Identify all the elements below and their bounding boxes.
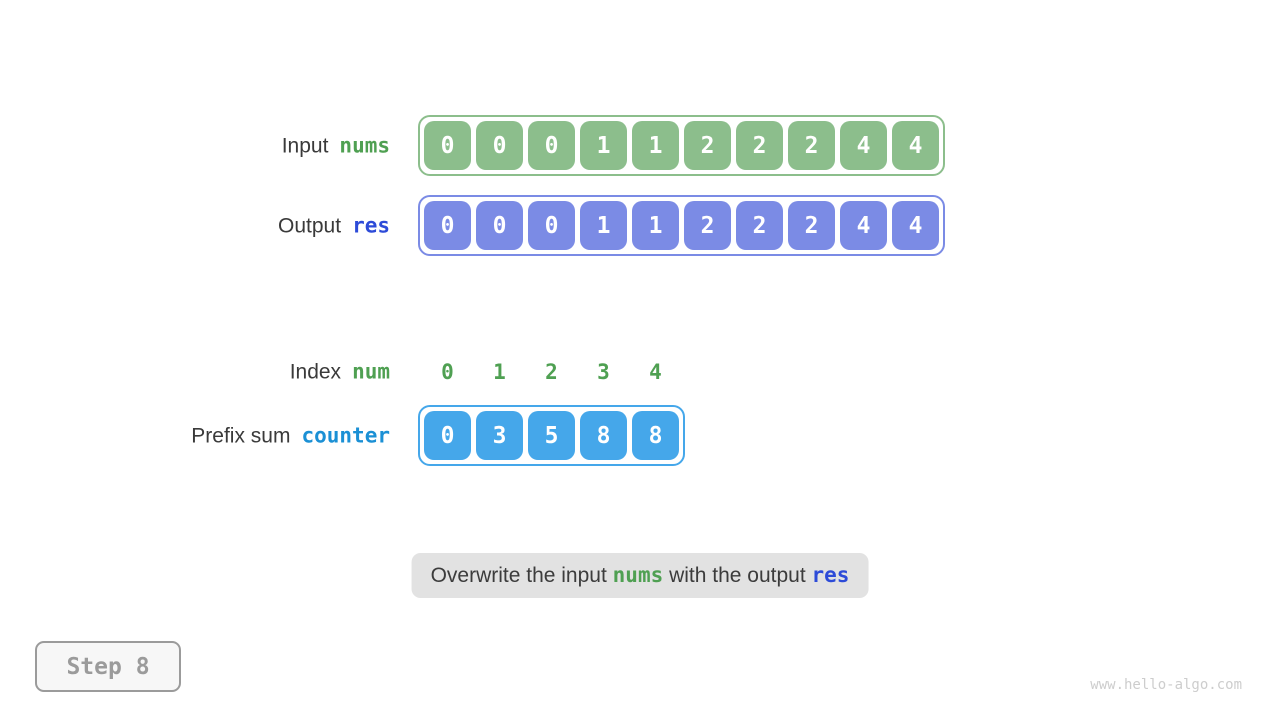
watermark-url: www.hello-algo.com (1090, 677, 1242, 693)
num-variable-label: num (352, 359, 390, 384)
array-cell: 0 (424, 201, 471, 250)
array-cell: 5 (528, 411, 575, 460)
array-cell: 8 (632, 411, 679, 460)
caption-res-var: res (811, 563, 850, 587)
array-cell: 2 (736, 201, 783, 250)
array-cell: 2 (788, 121, 835, 170)
prefix-sum-row-label: Prefix sum counter (0, 424, 390, 449)
caption-nums-var: nums (612, 563, 664, 587)
output-label-text: Output (278, 214, 342, 238)
index-label-text: Index (289, 360, 342, 384)
array-cell: 2 (545, 360, 558, 384)
array-cell: 1 (580, 201, 627, 250)
counter-variable-label: counter (301, 423, 390, 448)
index-row-label: Index num (0, 360, 390, 385)
array-cell: 1 (632, 121, 679, 170)
array-cell: 0 (476, 201, 523, 250)
index-number-strip: 0 1 2 3 4 (424, 357, 679, 387)
array-cell: 0 (528, 121, 575, 170)
array-cell: 3 (476, 411, 523, 460)
array-cell: 2 (684, 201, 731, 250)
step-badge: Step 8 (35, 641, 181, 692)
res-variable-label: res (352, 213, 390, 238)
array-cell: 2 (736, 121, 783, 170)
array-cell: 0 (424, 411, 471, 460)
array-cell: 4 (840, 121, 887, 170)
input-row-label: Input nums (0, 134, 390, 159)
array-cell: 1 (632, 201, 679, 250)
array-cell: 4 (649, 360, 662, 384)
array-cell: 4 (840, 201, 887, 250)
array-cell: 4 (892, 201, 939, 250)
step-caption: Overwrite the input nums with the output… (411, 553, 869, 598)
prefix-sum-label-text: Prefix sum (191, 424, 291, 448)
output-row-label: Output res (0, 214, 390, 239)
array-cell: 3 (597, 360, 610, 384)
array-cell: 0 (528, 201, 575, 250)
nums-variable-label: nums (339, 133, 390, 158)
caption-text-middle: with the output (663, 564, 812, 587)
array-cell: 0 (441, 360, 454, 384)
array-cell: 0 (476, 121, 523, 170)
input-label-text: Input (281, 134, 329, 158)
caption-text-before: Overwrite the input (430, 564, 613, 587)
array-cell: 1 (493, 360, 506, 384)
array-cell: 4 (892, 121, 939, 170)
array-cell: 2 (788, 201, 835, 250)
array-cell: 8 (580, 411, 627, 460)
array-cell: 1 (580, 121, 627, 170)
array-cell: 2 (684, 121, 731, 170)
array-cell: 0 (424, 121, 471, 170)
